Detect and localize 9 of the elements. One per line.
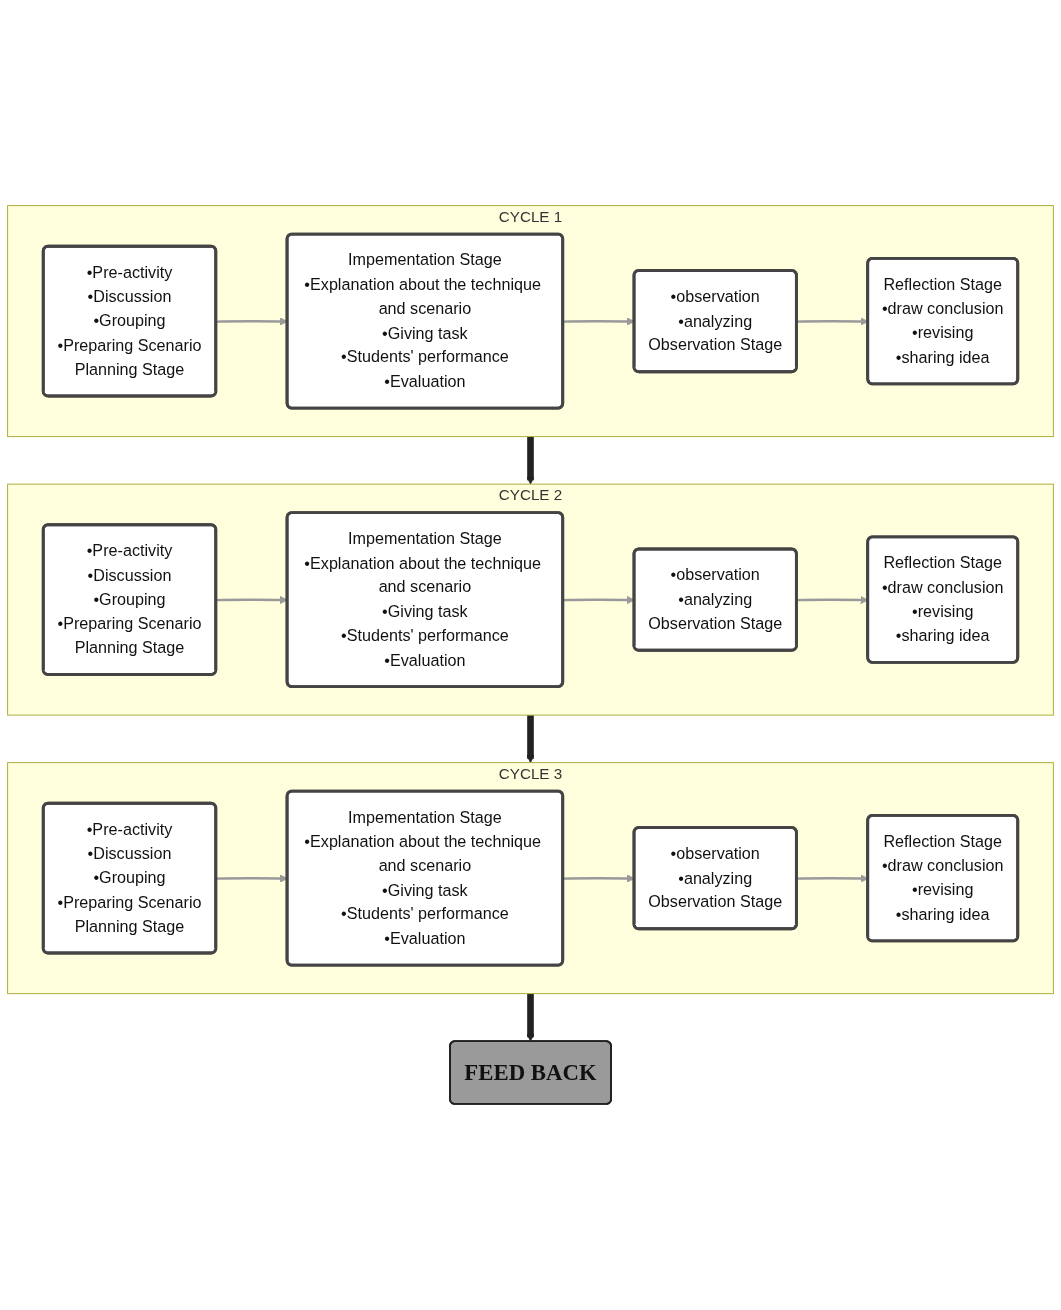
- arrow: [563, 596, 635, 605]
- arrow: [563, 874, 635, 883]
- arrow: [216, 874, 288, 883]
- arrow: [526, 436, 535, 485]
- arrow: [216, 596, 288, 605]
- arrow: [526, 993, 535, 1042]
- arrow: [216, 317, 288, 326]
- arrow: [526, 715, 535, 764]
- arrow: [563, 317, 635, 326]
